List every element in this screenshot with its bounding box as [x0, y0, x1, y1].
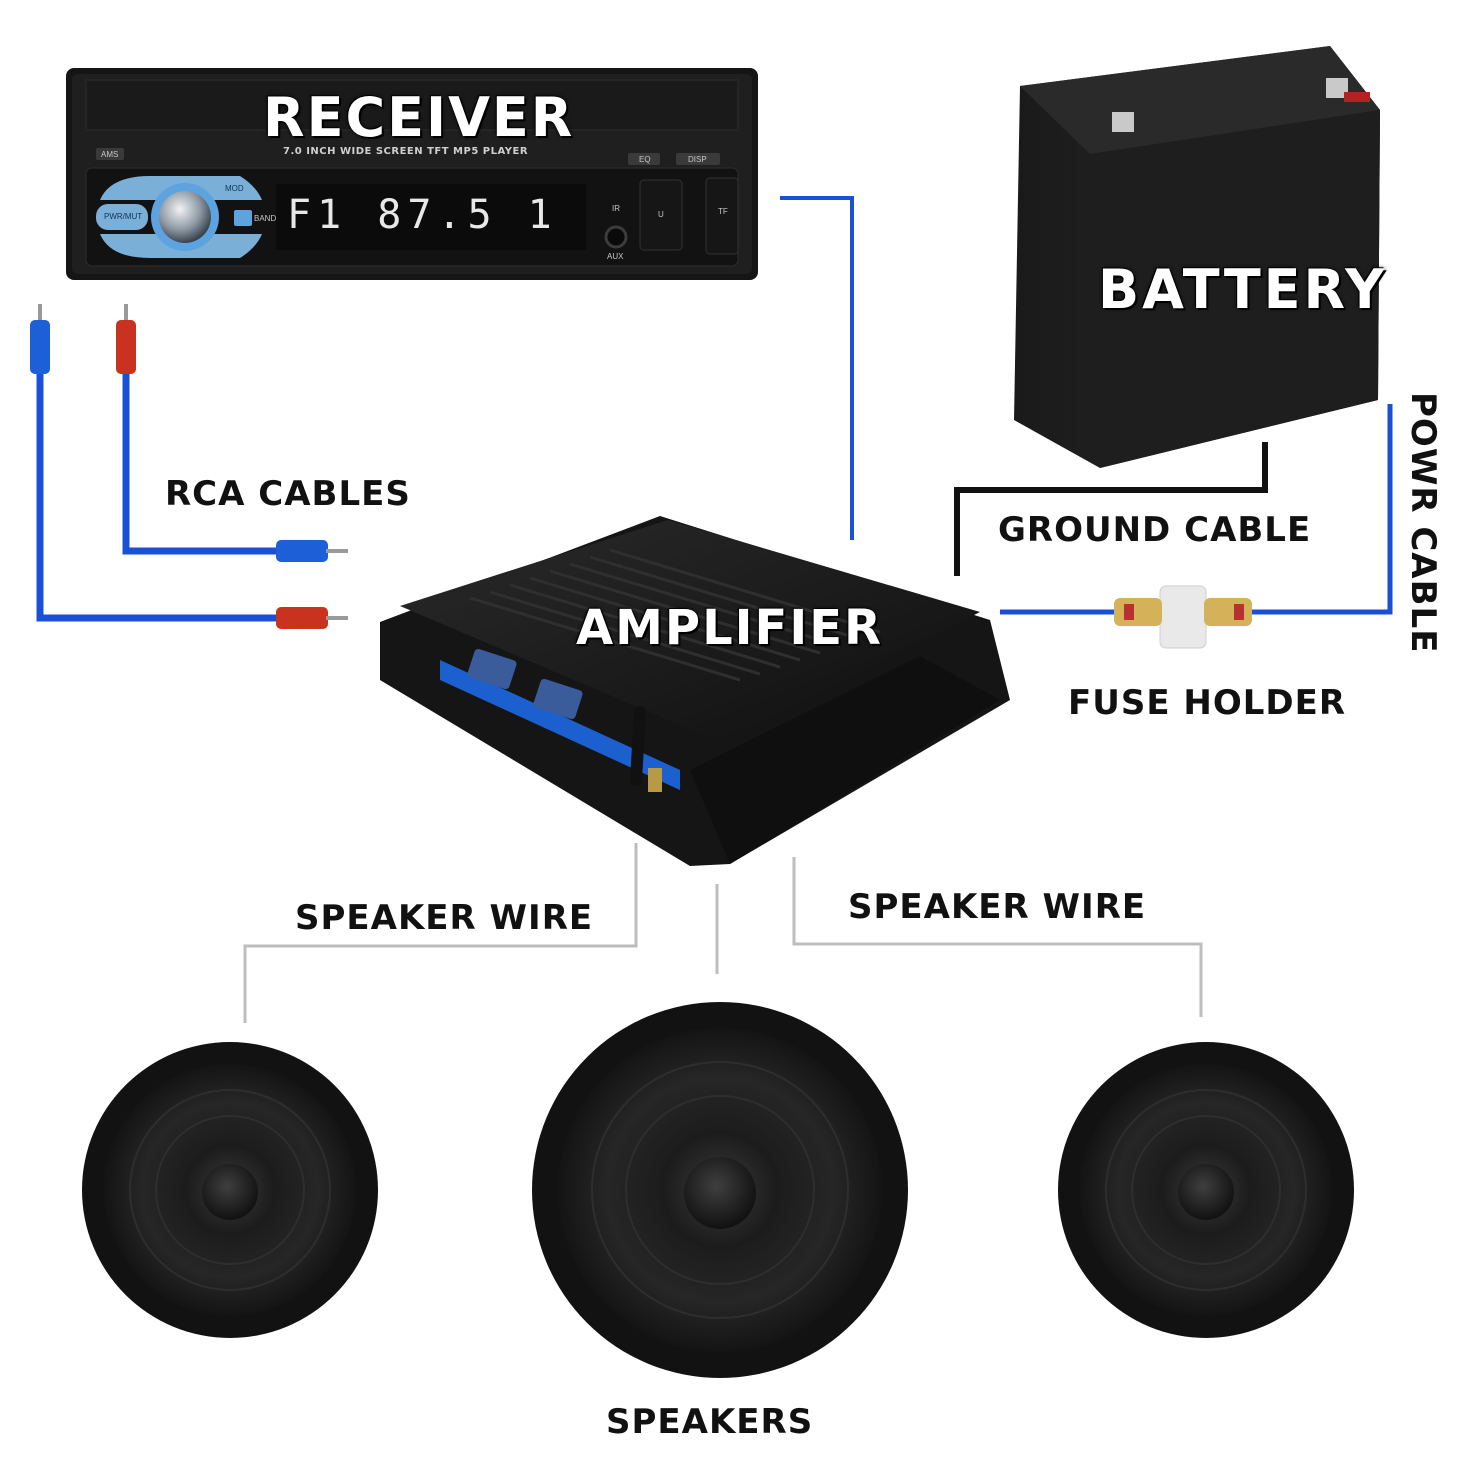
serial-port-1 [467, 648, 517, 690]
rca-plug-blue-top [30, 304, 50, 374]
speaker-cone-icon [202, 1164, 258, 1220]
speaker-wires [243, 843, 1203, 1023]
rca-plug-red-side [276, 607, 348, 629]
receiver-label: RECEIVER [263, 86, 575, 149]
rca-cable-red [122, 365, 278, 555]
battery-positive-terminal [1326, 78, 1348, 98]
rca-plug-blue-side [276, 540, 348, 562]
speaker-left [82, 1042, 378, 1338]
rca-cables-label: RCA CABLES [165, 474, 411, 514]
receiver-unit [66, 68, 758, 280]
amplifier-unit [380, 516, 1010, 866]
speaker-cone-icon [1178, 1164, 1234, 1220]
volume-knob [159, 191, 211, 243]
speaker-cone-icon [684, 1157, 756, 1229]
amplifier-label: AMPLIFIER [576, 600, 883, 656]
disp-button-label: DISP [688, 155, 707, 164]
battery-negative-terminal [1112, 112, 1134, 132]
ground-cable-wire [954, 442, 1268, 576]
speakers-label: SPEAKERS [606, 1402, 814, 1442]
battery-unit [1014, 46, 1380, 468]
u-slot-label: U [658, 210, 664, 219]
fuse-holder-label: FUSE HOLDER [1068, 683, 1347, 723]
band-label: BAND [254, 214, 277, 223]
fuse-holder-icon [1114, 585, 1252, 649]
ground-cable-label: GROUND CABLE [998, 510, 1312, 550]
serial-port-2 [533, 678, 583, 720]
receiver-lcd-display: F1 87.5 1 [287, 192, 558, 238]
receiver-model-text: 7.0 INCH WIDE SCREEN TFT MP5 PLAYER [283, 146, 529, 157]
pwr-mut-label: PWR/MUT [104, 212, 143, 221]
aux-label: AUX [607, 252, 624, 261]
speaker-right [1058, 1042, 1354, 1338]
rca-plug-red-top [116, 304, 136, 374]
power-cable-label: POWR CABLE [1403, 392, 1443, 654]
speaker-wire-label-right: SPEAKER WIRE [848, 887, 1147, 927]
power-cable-wire [1000, 404, 1393, 615]
rca-cable-blue [36, 365, 278, 622]
speaker-center [532, 1002, 908, 1378]
battery-label: BATTERY [1098, 258, 1388, 321]
eq-button-label: EQ [639, 155, 651, 164]
speaker-wire-label-left: SPEAKER WIRE [295, 898, 594, 938]
receiver-control-pad [96, 176, 262, 258]
tf-label: TF [718, 207, 728, 216]
amplifier-antenna [630, 706, 646, 786]
ir-label: IR [612, 204, 620, 213]
receiver-to-amplifier-wire [780, 196, 854, 540]
amplifier-heatsink-fins [469, 548, 881, 682]
ams-button-label: AMS [101, 150, 119, 159]
mod-label: MOD [225, 184, 244, 193]
